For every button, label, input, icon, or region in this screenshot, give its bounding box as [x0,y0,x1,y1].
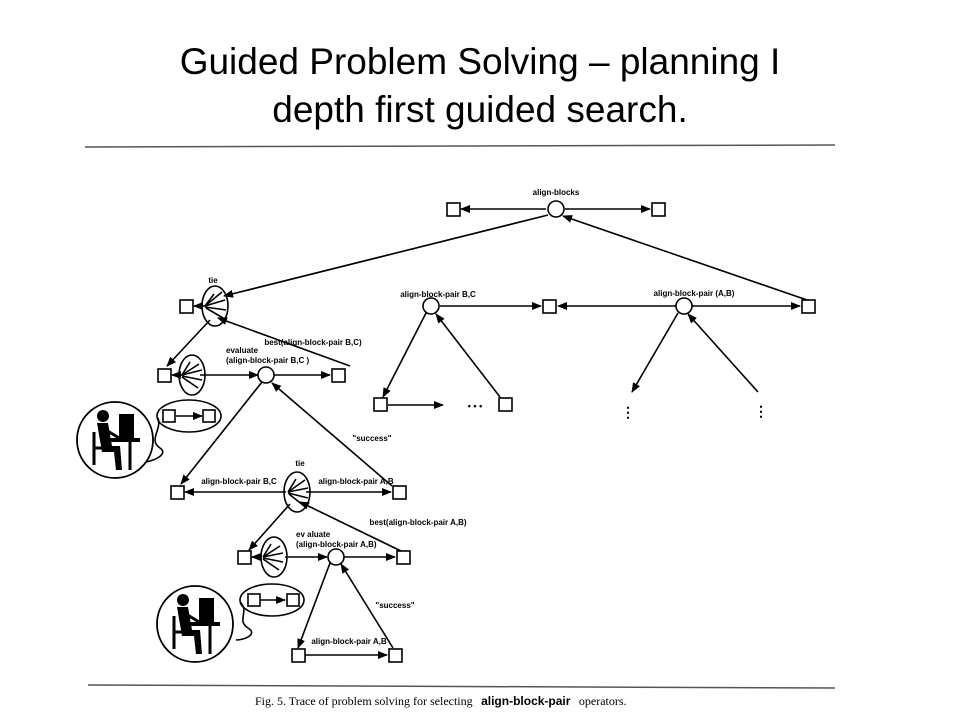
bottom-rule [87,684,836,689]
bottom-right-box [388,648,403,663]
evaluate-right-box [331,368,346,383]
inner-pair-ellipse-top [156,399,222,433]
title-line-1: Guided Problem Solving – planning I [179,41,781,82]
mid-row-box [542,299,557,314]
abp-bc-top-right-box [498,397,513,412]
root-to-tie-edge [223,214,549,298]
label-success-1: "success" [352,434,391,443]
label-evaluate-top-2: (align-block-pair B,C ) [226,356,309,365]
mid-right-box [392,485,407,500]
evaluate-top-node [257,366,275,384]
evaluate-mid-node [327,548,345,566]
label-success-2: "success" [375,601,414,610]
label-abp-ab-mid: align-block-pair A,B [318,477,393,486]
evaluate-left-box [157,368,172,383]
mid-left-box [170,485,185,500]
best-bc-edge [217,317,351,367]
abp-bc-top-up-right [435,313,501,398]
evaluate-mid-down-left [297,562,331,649]
evaluate-top-ellipse [178,354,206,396]
evaluate-mid-fan [262,543,284,571]
slide-title: Guided Problem Solving – planning I dept… [0,38,960,134]
label-ellipsis-v1: ⋮ [621,404,635,420]
root-right-box [651,202,666,217]
label-best-bc: best(align-block-pair B,C) [264,338,362,347]
evaluate-mid-ellipse [260,536,288,578]
figure-caption: Fig. 5. Trace of problem solving for sel… [255,692,627,709]
evaluate-mid-right-box [396,550,411,565]
user-connector-top [144,417,164,463]
label-ellipsis-h: • • • [468,401,482,411]
tie-top-ellipse [201,285,229,327]
abp-ab-top-up-right [687,313,759,393]
success-2-edge [340,563,394,649]
right-row-box [801,299,816,314]
root-to-right-box-edge [562,215,808,301]
inner-pair-box-a-mid [247,593,261,607]
abp-ab-top-node [675,297,693,315]
evaluate-mid-left-box [237,550,252,565]
tie-left-box [179,299,194,314]
inner-pair-ellipse-mid [239,583,305,617]
tie-top-fan [204,291,227,319]
label-abp-ab-top: align-block-pair (A,B) [654,289,735,298]
label-abp-bc-mid: align-block-pair B,C [201,477,277,486]
tie-mid-to-evaluate-box [248,503,291,551]
root-node [547,200,565,218]
label-evaluate-top-1: evaluate [226,346,259,355]
label-abp-ab-bottom: align-block-pair A,B [311,637,386,646]
title-line-2: depth first guided search. [272,89,688,130]
label-tie-top: tie [208,276,218,285]
label-ellipsis-v2: ⋮ [754,403,768,419]
evaluate-top-fan [181,361,203,389]
person-at-computer-icon [76,401,154,479]
tie-to-evaluate-box-edge [166,319,211,367]
bottom-left-box [291,648,306,663]
tie-mid-fan [287,478,309,507]
inner-pair-box-b-top [202,409,216,423]
user-connector-mid [235,601,253,641]
abp-bc-top-node [422,297,440,315]
label-root: align-blocks [533,188,580,197]
caption-prefix: Fig. 5. Trace of problem solving for sel… [255,694,473,708]
tie-mid-ellipse [283,471,311,513]
inner-pair-box-b-mid [286,593,300,607]
caption-suffix: operators. [579,694,627,708]
label-best-ab: best(align-block-pair A,B) [369,518,466,527]
abp-bc-top-down-left [382,312,427,398]
abp-ab-top-down-left [631,312,679,393]
caption-emphasis: align-block-pair [481,694,571,708]
top-rule [84,144,836,148]
abp-bc-top-left-box [373,397,388,412]
evaluate-down-left [180,381,263,485]
best-ab-edge [299,501,404,553]
label-evaluate-mid-2: (align-block-pair A,B) [296,540,377,549]
person-at-computer-icon [156,585,234,663]
root-left-box [446,202,461,217]
success-1-edge [271,382,393,487]
label-tie-mid: tie [295,459,305,468]
label-evaluate-mid-1: ev aluate [296,530,331,539]
label-abp-bc-top: align-block-pair B,C [400,290,476,299]
inner-pair-box-a-top [162,409,176,423]
